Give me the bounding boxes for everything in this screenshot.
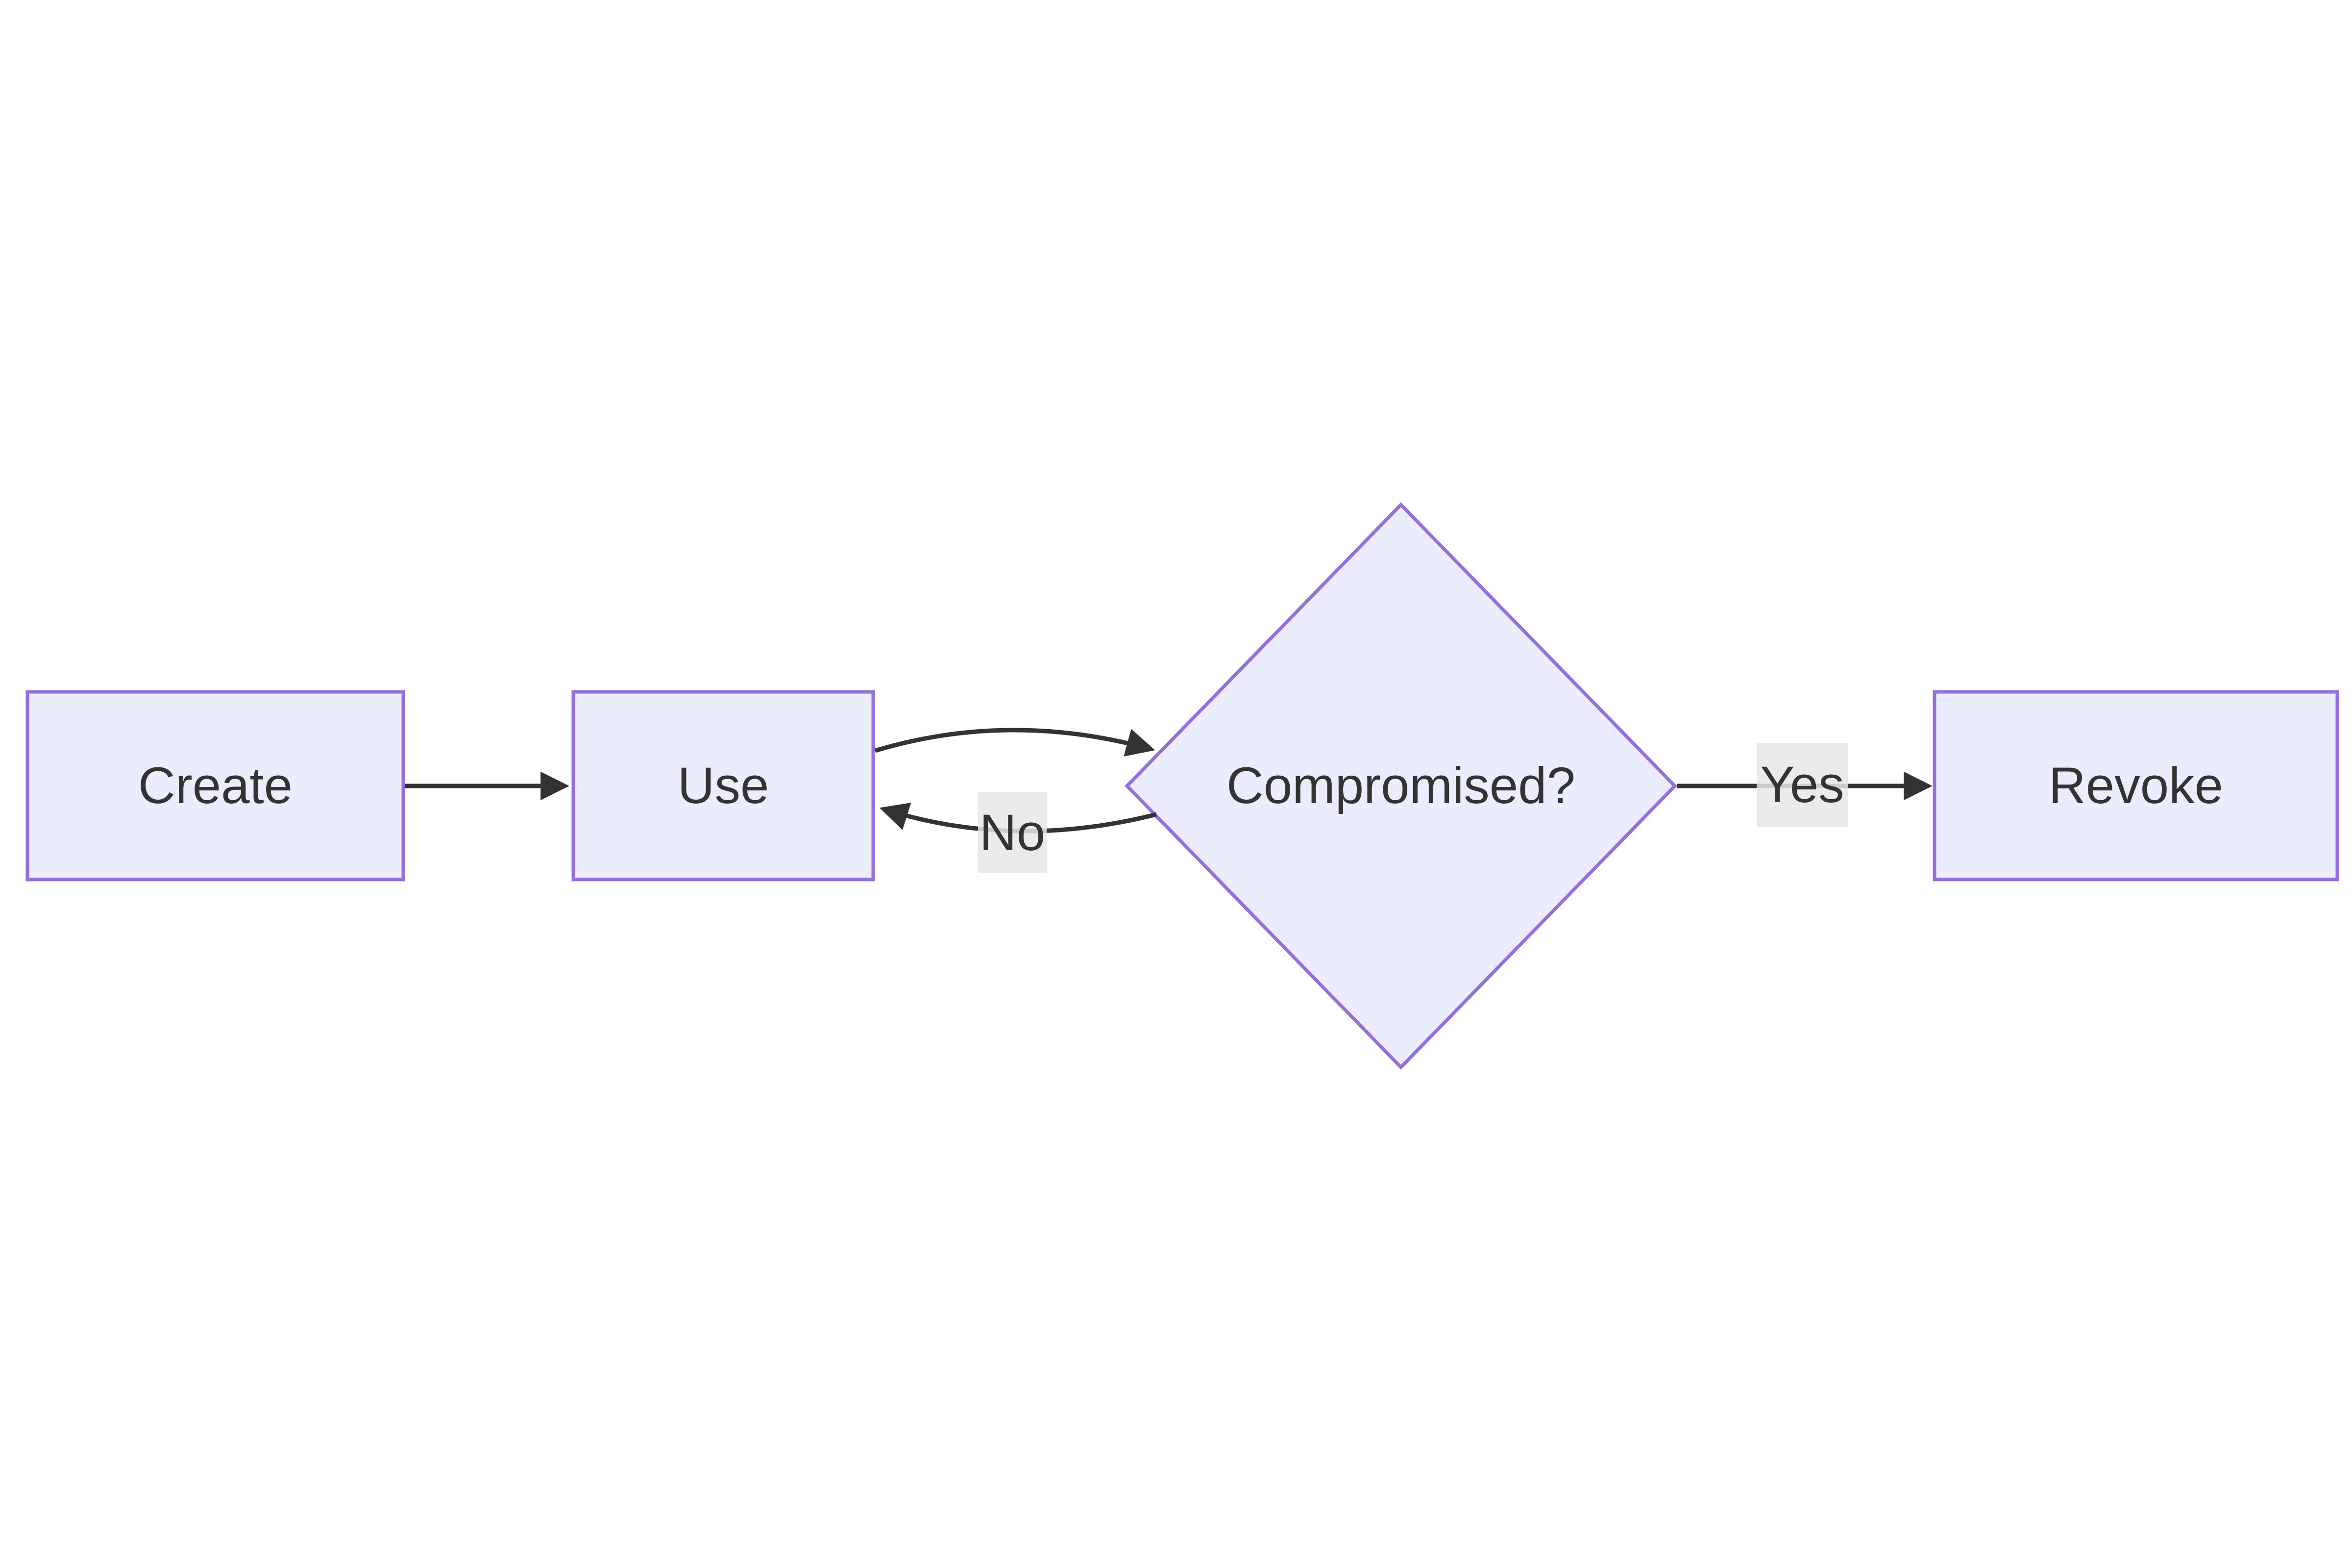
edge-use-to-compromised: [874, 728, 1155, 757]
node-create-shape: [25, 690, 405, 882]
node-compromised-shape: [1125, 502, 1677, 1070]
edge-label-no: No: [978, 792, 1047, 873]
edge-label-yes: Yes: [1757, 743, 1848, 827]
node-use-shape: [571, 690, 875, 882]
node-revoke-shape: [1933, 690, 2339, 882]
